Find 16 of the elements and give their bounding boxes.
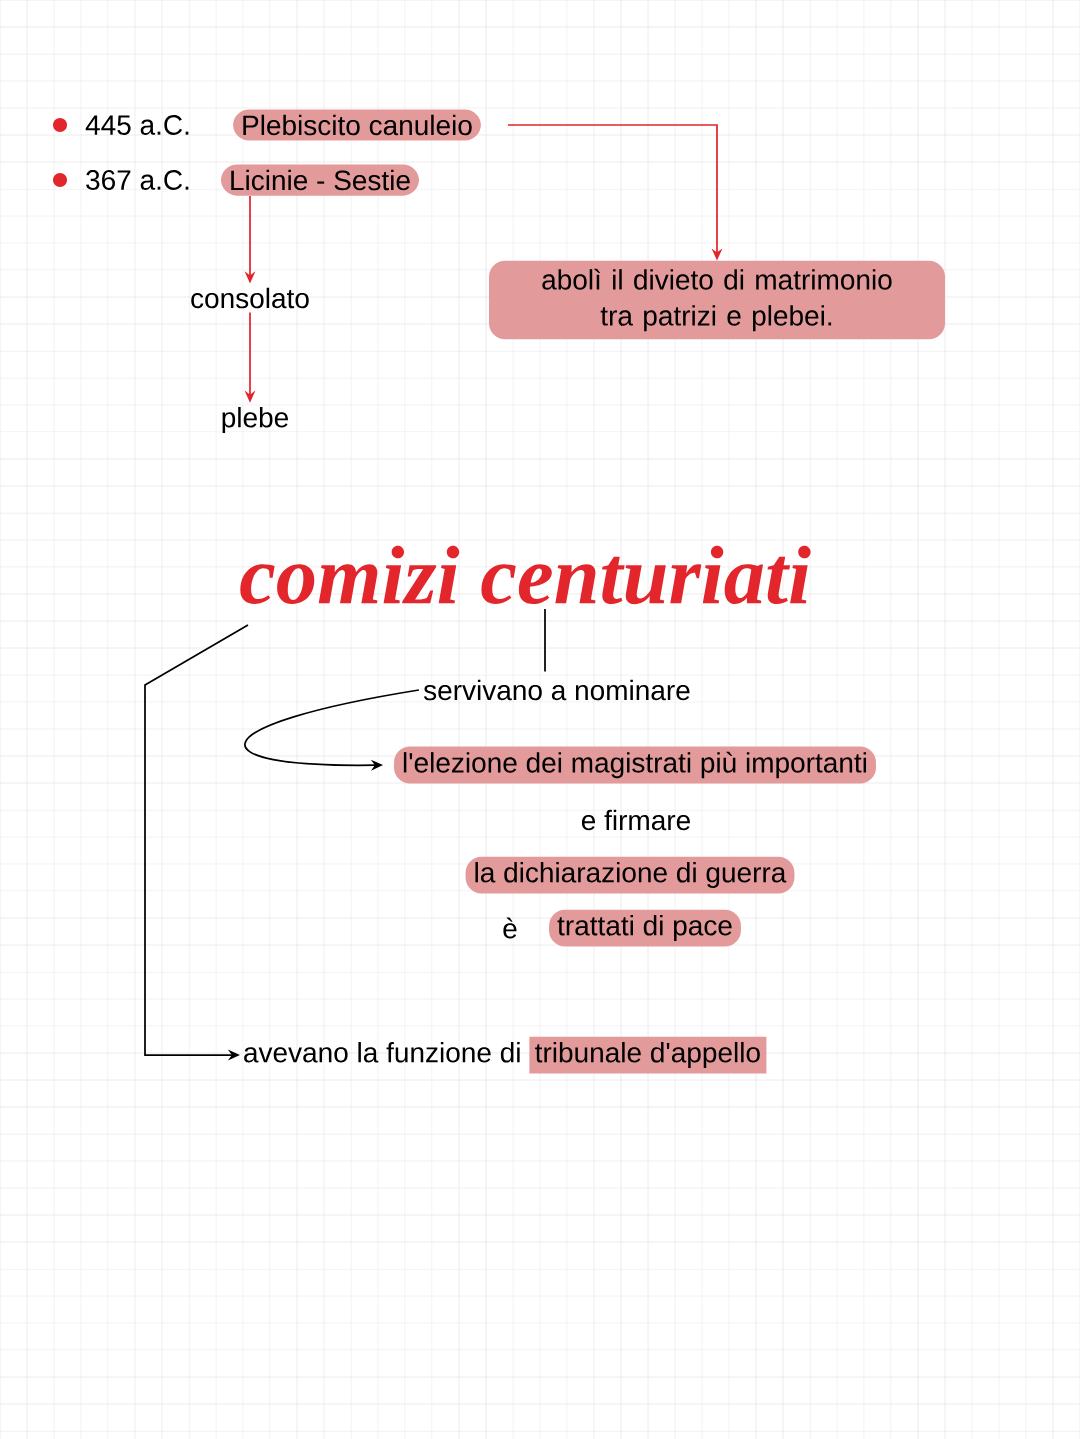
highlighted-text: trattati di pace: [549, 909, 741, 947]
label: e firmare: [581, 809, 690, 831]
highlighted-text: la dichiarazione di guerra: [465, 856, 795, 894]
highlighted-text: l'elezione dei magistrati più importanti: [394, 746, 876, 784]
text: servivano a nominare: [423, 679, 690, 701]
title: comizi centuriati: [240, 545, 811, 605]
label: 367 a.C.: [86, 170, 189, 190]
highlighted-text: Plebiscito canuleio: [233, 109, 481, 141]
label: 445 a.C.: [85, 115, 189, 135]
highlighted-text: abolì il divieto di matrimonio tra patrizi e plebei.: [489, 260, 945, 340]
highlighted-text: Licinie - Sestie: [220, 164, 420, 196]
node-label: avevano la funzione di: [244, 1041, 520, 1063]
label: è: [503, 917, 517, 939]
text: consolato: [191, 287, 309, 309]
text: plebe: [222, 406, 288, 434]
text-with-highlight: avevano la funzione di tribunale d'appello: [244, 1036, 767, 1074]
